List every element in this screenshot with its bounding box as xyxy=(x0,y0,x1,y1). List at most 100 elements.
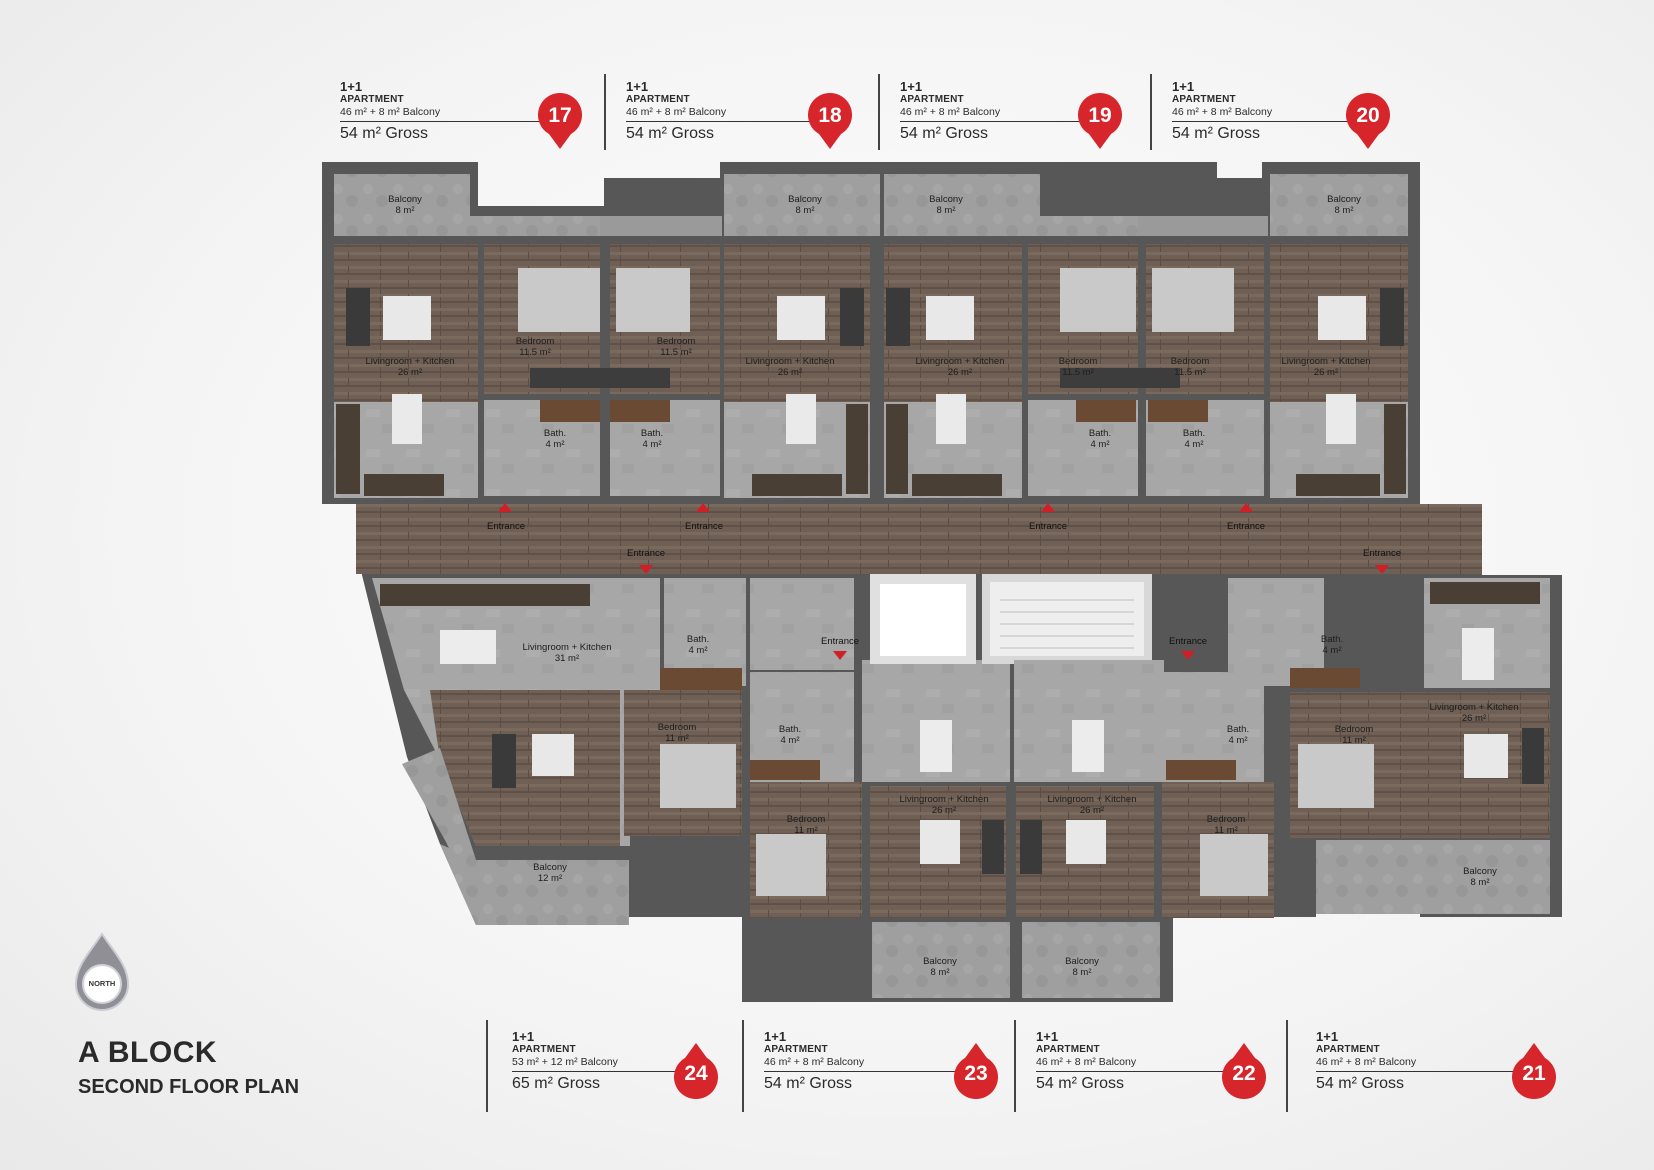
pin-icon xyxy=(538,92,582,149)
apartment-number-badge: 23 xyxy=(952,1042,1000,1100)
entrance-label: Entrance xyxy=(1362,548,1402,559)
apartment-type: 1+1 xyxy=(1172,79,1195,94)
apartment-gross-area: 65 m² Gross xyxy=(512,1075,601,1092)
apartment-gross-area: 54 m² Gross xyxy=(1036,1075,1125,1092)
apartment-net-area: 46 m² + 8 m² Balcony xyxy=(626,106,826,122)
entrance-label: Entrance xyxy=(1168,636,1208,647)
apartment-net-area: 46 m² + 8 m² Balcony xyxy=(1036,1056,1236,1072)
badge-number: 17 xyxy=(548,104,572,127)
entrance-label: Entrance xyxy=(626,548,666,559)
badge-number: 24 xyxy=(684,1062,708,1085)
apartment-net-area: 46 m² + 8 m² Balcony xyxy=(1172,106,1372,122)
room-label: Bath.4 m² xyxy=(1088,428,1112,450)
room-label: Bath.4 m² xyxy=(543,428,567,450)
apartment-net-area: 46 m² + 8 m² Balcony xyxy=(340,106,540,122)
badge-number: 22 xyxy=(1232,1062,1256,1085)
apartment-net-area: 46 m² + 8 m² Balcony xyxy=(764,1056,964,1072)
pin-icon xyxy=(1222,1043,1266,1100)
badge-number: 23 xyxy=(964,1062,988,1085)
entrance-label: Entrance xyxy=(684,521,724,532)
badge-number: 20 xyxy=(1356,104,1380,127)
apartment-number-badge: 21 xyxy=(1510,1042,1558,1100)
apartment-number-badge: 20 xyxy=(1344,92,1392,150)
entrance-label: Entrance xyxy=(1028,521,1068,532)
room-label: Bath.4 m² xyxy=(1320,634,1344,656)
room-label: Bath.4 m² xyxy=(778,724,802,746)
apartment-number-badge: 24 xyxy=(672,1042,720,1100)
apartment-number-badge: 22 xyxy=(1220,1042,1268,1100)
apartment-net-area: 46 m² + 8 m² Balcony xyxy=(900,106,1100,122)
apartment-gross-area: 54 m² Gross xyxy=(340,125,429,142)
apartment-gross-area: 54 m² Gross xyxy=(1316,1075,1405,1092)
room-label: Bath.4 m² xyxy=(686,634,710,656)
entrance-label: Entrance xyxy=(486,521,526,532)
separator-line xyxy=(604,74,606,150)
pin-icon xyxy=(954,1043,998,1100)
room-label: Bath.4 m² xyxy=(1182,428,1206,450)
apartment-info-18: 1+1 APARTMENT 46 m² + 8 m² Balcony 54 m²… xyxy=(626,80,846,145)
room-label: Bath.4 m² xyxy=(640,428,664,450)
north-label: NORTH xyxy=(88,979,116,988)
apartment-kind: APARTMENT xyxy=(626,94,690,105)
apartment-kind: APARTMENT xyxy=(764,1044,828,1055)
entrance-label: Entrance xyxy=(820,636,860,647)
apartment-gross-area: 54 m² Gross xyxy=(764,1075,853,1092)
pin-icon xyxy=(1512,1043,1556,1100)
pin-icon xyxy=(1346,92,1390,149)
badge-number: 19 xyxy=(1088,104,1112,127)
floor-title: SECOND FLOOR PLAN xyxy=(78,1076,300,1098)
apartment-type: 1+1 xyxy=(1036,1029,1059,1044)
badge-number: 21 xyxy=(1522,1062,1546,1085)
apartment-info-24: 1+1 APARTMENT 53 m² + 12 m² Balcony 65 m… xyxy=(512,1030,732,1095)
apartment-type: 1+1 xyxy=(512,1029,535,1044)
apartment-gross-area: 54 m² Gross xyxy=(626,125,715,142)
apartment-number-badge: 17 xyxy=(536,92,584,150)
apartment-kind: APARTMENT xyxy=(1172,94,1236,105)
apartment-kind: APARTMENT xyxy=(900,94,964,105)
apartment-type: 1+1 xyxy=(1316,1029,1339,1044)
entrance-label: Entrance xyxy=(1226,521,1266,532)
apartment-info-22: 1+1 APARTMENT 46 m² + 8 m² Balcony 54 m²… xyxy=(1036,1030,1256,1095)
apartment-net-area: 46 m² + 8 m² Balcony xyxy=(1316,1056,1516,1072)
apartment-info-19: 1+1 APARTMENT 46 m² + 8 m² Balcony 54 m²… xyxy=(900,80,1120,145)
pin-icon xyxy=(1078,92,1122,149)
block-title: A BLOCK xyxy=(78,1036,218,1069)
separator-line xyxy=(1286,1020,1288,1112)
apartment-type: 1+1 xyxy=(340,79,363,94)
apartment-type: 1+1 xyxy=(626,79,649,94)
separator-line xyxy=(486,1020,488,1112)
apartment-info-20: 1+1 APARTMENT 46 m² + 8 m² Balcony 54 m²… xyxy=(1172,80,1392,145)
apartment-kind: APARTMENT xyxy=(512,1044,576,1055)
separator-line xyxy=(1150,74,1152,150)
pin-icon xyxy=(808,92,852,149)
badge-number: 18 xyxy=(818,104,842,127)
apartment-info-17: 1+1 APARTMENT 46 m² + 8 m² Balcony 54 m²… xyxy=(340,80,560,145)
apartment-number-badge: 19 xyxy=(1076,92,1124,150)
apartment-info-23: 1+1 APARTMENT 46 m² + 8 m² Balcony 54 m²… xyxy=(764,1030,984,1095)
apartment-kind: APARTMENT xyxy=(1036,1044,1100,1055)
apartment-gross-area: 54 m² Gross xyxy=(1172,125,1261,142)
